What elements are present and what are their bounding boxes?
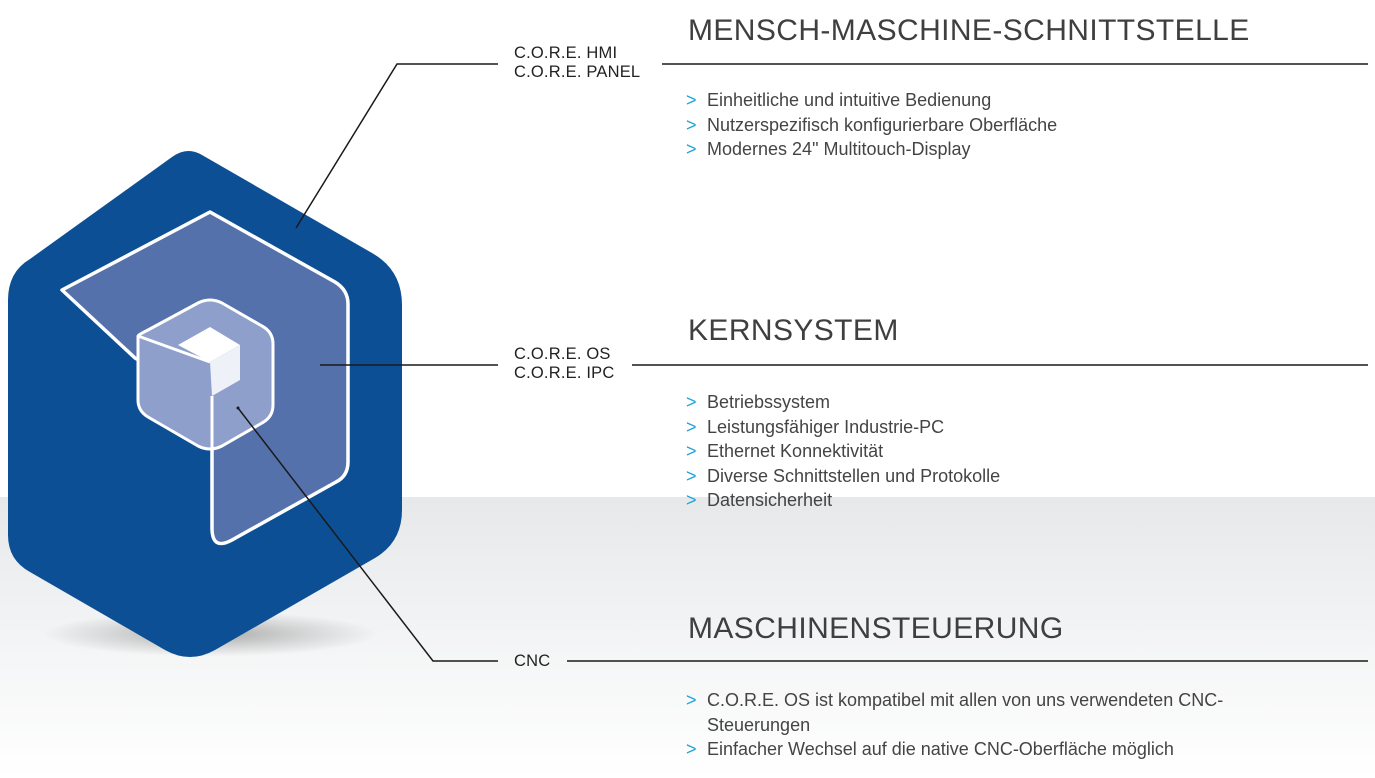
label-hmi-line-1: C.O.R.E. HMI <box>514 44 618 62</box>
label-hmi-line-2: C.O.R.E. PANEL <box>514 63 641 81</box>
list-item: >Ethernet Konnektivität <box>686 439 1326 464</box>
label-cnc-line-1: CNC <box>514 652 551 670</box>
bullet-arrow-icon: > <box>686 90 697 110</box>
section-title-core: KERNSYSTEM <box>688 314 899 347</box>
connector-line-hmi <box>295 63 498 229</box>
list-item: >Modernes 24" Multitouch-Display <box>686 137 1326 162</box>
core-hexagon-logo-icon <box>8 150 402 657</box>
list-item: >Leistungsfähiger Industrie-PC <box>686 415 1326 440</box>
bullet-arrow-icon: > <box>686 490 697 510</box>
bullet-arrow-icon: > <box>686 465 697 486</box>
bullet-arrow-icon: > <box>686 416 697 437</box>
connector-line-cnc <box>237 407 498 662</box>
bullet-list-core: >Betriebssystem >Leistungsfähiger Indust… <box>686 390 1326 513</box>
list-item: >Betriebssystem <box>686 390 1326 415</box>
list-item: >Datensicherheit <box>686 488 1326 513</box>
label-hmi: C.O.R.E. HMI C.O.R.E. PANEL <box>514 44 640 82</box>
label-os-line-2: C.O.R.E. IPC <box>514 364 615 382</box>
label-os-line-1: C.O.R.E. OS <box>514 345 611 363</box>
bullet-arrow-icon: > <box>686 739 697 759</box>
bullet-list-machine: >C.O.R.E. OS ist kompatibel mit allen vo… <box>686 688 1246 762</box>
list-item: >C.O.R.E. OS ist kompatibel mit allen vo… <box>686 690 1224 735</box>
section-title-hmi: MENSCH-MASCHINE-SCHNITTSTELLE <box>688 14 1250 47</box>
bullet-list-hmi: >Einheitliche und intuitive Bedienung >N… <box>686 88 1326 162</box>
bullet-arrow-icon: > <box>686 441 697 461</box>
label-cnc: CNC <box>514 652 550 671</box>
list-item: >Einfacher Wechsel auf die native CNC-Ob… <box>686 737 1246 762</box>
inner-cube-top-face <box>178 327 240 362</box>
bullet-arrow-icon: > <box>686 392 697 412</box>
label-os: C.O.R.E. OS C.O.R.E. IPC <box>514 345 615 383</box>
connector-lines <box>237 63 1368 662</box>
inner-cube-side-face <box>210 345 240 396</box>
inner-cube-shape <box>136 298 275 451</box>
section-title-machine: MASCHINENSTEUERUNG <box>688 612 1064 645</box>
list-item: >Einheitliche und intuitive Bedienung <box>686 88 1326 113</box>
bullet-arrow-icon: > <box>686 139 697 159</box>
list-item: >Nutzerspezifisch konfigurierbare Oberfl… <box>686 113 1326 138</box>
bullet-arrow-icon: > <box>686 114 697 135</box>
connector-dot-cnc <box>236 406 240 410</box>
list-item: >Diverse Schnittstellen und Protokolle <box>686 464 1326 489</box>
outer-cube-inner-edge <box>137 334 211 364</box>
bullet-arrow-icon: > <box>686 690 697 710</box>
